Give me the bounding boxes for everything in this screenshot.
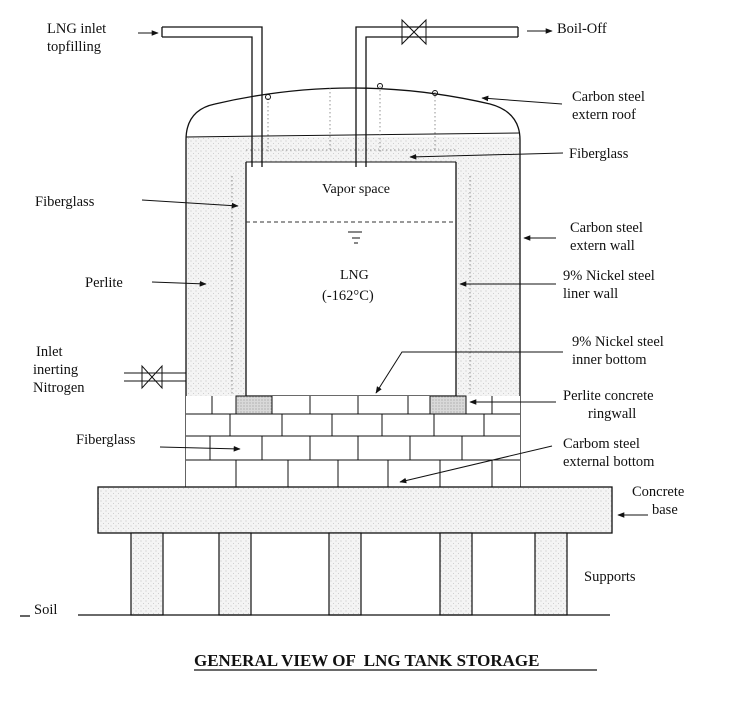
label-inlet: Inlet [36, 344, 63, 360]
label-concrete: Concrete [632, 484, 684, 500]
concrete-base [97, 486, 613, 534]
roof-nozzle [432, 90, 438, 96]
leader-arrows [138, 28, 648, 518]
fiberglass-dashed-lining [231, 149, 471, 396]
label-roof-extern-roof: extern roof [572, 107, 636, 123]
label-extern-wall: extern wall [570, 238, 635, 254]
label-lng: LNG [340, 268, 369, 283]
carbon-steel-extern-shell [185, 87, 521, 487]
label-inner-bottom-nickel-steel: 9% Nickel steel [572, 334, 664, 350]
boil-off-valve-icon [401, 18, 427, 46]
boil-off-pipe [355, 26, 519, 167]
label-liner-wall: liner wall [563, 286, 618, 302]
label-lng-inlet-topfilling: topfilling [47, 39, 101, 55]
roof-nozzle [377, 83, 383, 89]
label-supports: Supports [584, 569, 636, 585]
label-external-bottom-carbom-steel: Carbom steel [563, 436, 640, 452]
label-extern-wall-carbon-steel: Carbon steel [570, 220, 643, 236]
perlite-concrete-ringwall-right [429, 395, 467, 415]
nickel-steel-liner-wall [245, 162, 457, 396]
roof-rim [185, 132, 521, 138]
label-concrete-base: base [652, 502, 678, 518]
supports [130, 532, 568, 616]
diagram-title: GENERAL VIEW OF LNG TANK STORAGE [194, 651, 539, 670]
label-soil: Soil [34, 602, 57, 618]
perlite-concrete-ringwall-left [235, 395, 273, 415]
label-liner-wall-nickel-steel: 9% Nickel steel [563, 268, 655, 284]
label-ringwall-perlite-concrete: Perlite concrete [563, 388, 654, 404]
label-ringwall: ringwall [588, 406, 636, 422]
roof-nozzle [265, 94, 271, 100]
label-fiberglass-bottom: Fiberglass [76, 432, 136, 448]
label-lng-temperature: (-162°C) [322, 288, 374, 304]
label-roof-carbon-steel: Carbon steel [572, 89, 645, 105]
label-inerting: inerting [33, 362, 78, 378]
label-perlite: Perlite [85, 275, 123, 291]
nitrogen-valve-icon [141, 364, 163, 390]
label-external-bottom: external bottom [563, 454, 655, 470]
label-vapor-space: Vapor space [322, 182, 390, 197]
label-nitrogen: Nitrogen [33, 380, 85, 396]
lng-inlet-pipe [161, 26, 263, 167]
liquid-level-marker [348, 231, 362, 244]
label-fiberglass-left: Fiberglass [35, 194, 95, 210]
label-boil-off: Boil-Off [557, 21, 607, 37]
inner-tank-space [246, 162, 456, 396]
roof-dotted-supports [267, 86, 436, 152]
label-fiberglass-top: Fiberglass [569, 146, 629, 162]
label-inner-bottom: inner bottom [572, 352, 647, 368]
label-lng-inlet: LNG inlet [47, 21, 106, 37]
